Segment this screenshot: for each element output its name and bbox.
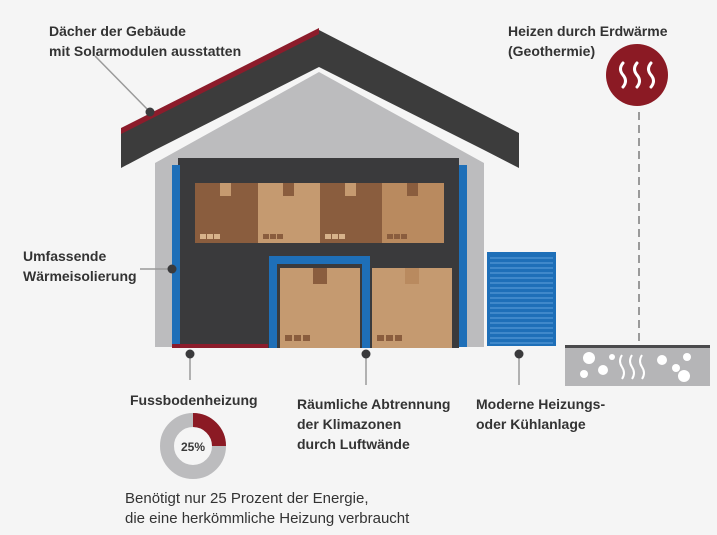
insulation-right xyxy=(459,165,467,347)
climate-zones-label: Räumliche Abtrennung der Klimazonen durc… xyxy=(297,396,451,452)
ground-pebbles xyxy=(580,352,691,382)
callout-connectors xyxy=(94,55,524,385)
insulation-label: Umfassende Wärmeisolierung xyxy=(23,248,137,284)
roof xyxy=(121,30,519,168)
donut-percent-label: 25% xyxy=(181,440,205,454)
floor-boxes xyxy=(280,268,452,348)
energy-caption: Benötigt nur 25 Prozent der Energie, die… xyxy=(125,490,410,527)
ground-line xyxy=(565,345,710,348)
insulation-left xyxy=(172,165,180,347)
ground-heat-waves xyxy=(619,354,645,380)
hvac-label: Moderne Heizungs- oder Kühlanlage xyxy=(476,396,606,432)
energy-donut-chart: 25% xyxy=(160,413,226,479)
heat-waves-icon xyxy=(606,44,668,106)
floor-heating-strip xyxy=(172,344,268,348)
geothermal-label: Heizen durch Erdwärme (Geothermie) xyxy=(508,23,668,59)
hvac-unit xyxy=(487,252,556,346)
solar-label: Dächer der Gebäude mit Solarmodulen auss… xyxy=(49,23,242,59)
donut-share-arc xyxy=(192,413,226,447)
floor-heating-label: Fussbodenheizung xyxy=(130,392,258,408)
shelf-boxes xyxy=(195,183,444,243)
solar-panel-strip xyxy=(121,28,319,134)
